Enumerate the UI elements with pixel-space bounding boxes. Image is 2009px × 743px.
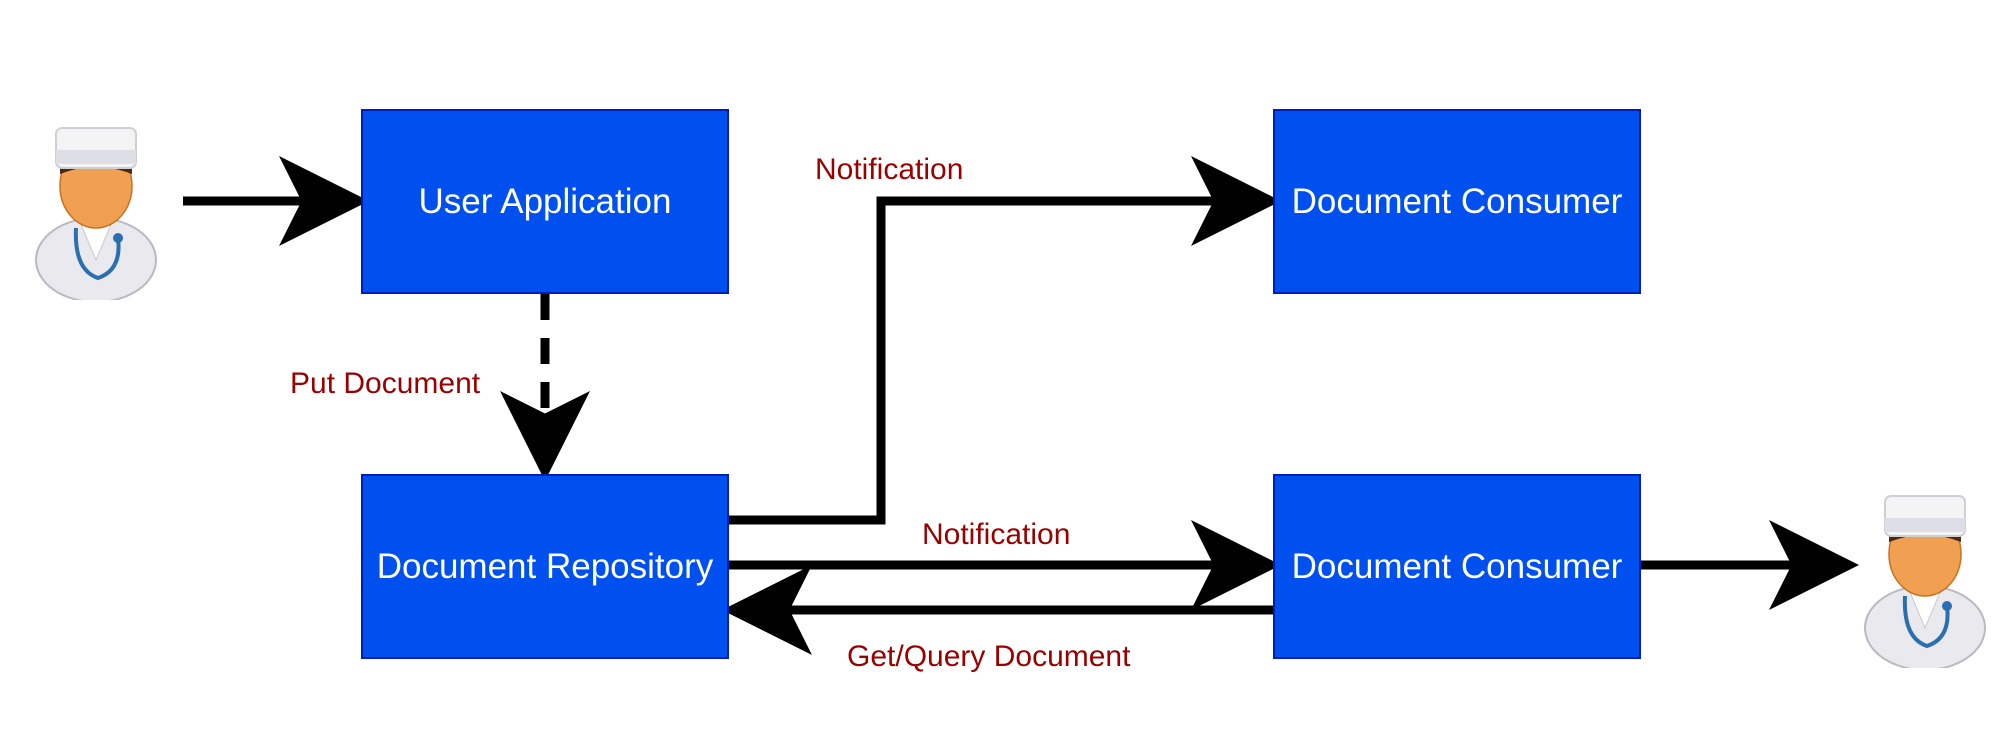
edge-notification-top [729,156,1281,525]
edge-label-notification-bottom: Notification [922,518,1071,551]
edge-label-notification-top: Notification [815,153,964,186]
node-user-application: User Application [361,109,729,294]
doctor-icon [35,127,157,300]
node-label: User Application [418,181,672,221]
node-document-consumer-bottom: Document Consumer [1273,474,1641,659]
node-label: Document Consumer [1291,546,1623,586]
doctor-icon [1864,495,1986,668]
node-document-consumer-top: Document Consumer [1273,109,1641,294]
edge-label-get-query-document: Get/Query Document [847,640,1131,673]
edge-label-put-document: Put Document [290,367,481,400]
node-label: Document Repository [376,546,714,586]
node-document-repository: Document Repository [361,474,729,659]
node-label: Document Consumer [1291,181,1623,221]
